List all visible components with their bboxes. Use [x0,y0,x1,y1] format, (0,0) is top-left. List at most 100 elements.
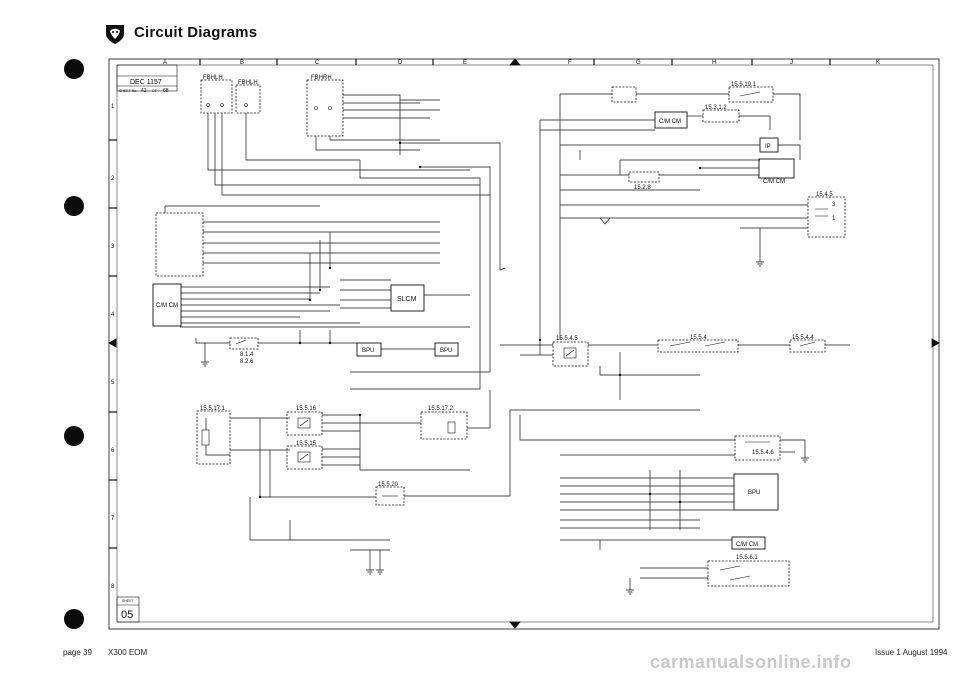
svg-text:3: 3 [832,202,836,208]
watermark: carmanualsonline.info [650,652,852,672]
svg-text:BPU: BPU [440,348,452,354]
module-cm-right [758,158,795,179]
sheet-number-label: SHEET No. [119,89,137,93]
svg-text:1: 1 [832,216,836,222]
column-labels: A B C D E F G H J K [163,60,880,66]
wires-15-5-6-1 [629,567,708,590]
svg-text:BPU: BPU [748,490,760,496]
wires-mid-down [350,195,501,390]
component-15-5-16 [286,411,323,436]
wires-top-right [540,93,801,140]
svg-text:IP: IP [765,144,771,150]
wires-cm-bottom [560,539,732,550]
center-marker-bottom [509,621,521,629]
connector-fbhlh-1 [200,79,233,114]
row-label: 8 [111,584,115,590]
svg-text:FBHLH: FBHLH [203,75,223,81]
binder-hole [64,59,84,79]
wires-top-right-run [400,142,501,210]
wires-cm-right [560,167,759,191]
component-15-5-4-5 [552,341,589,367]
binder-hole [64,196,84,216]
svg-text:15.5.17.1: 15.5.17.1 [200,406,226,412]
column-label: G [636,60,641,66]
connector-fbhrh [306,79,344,137]
wires-15-4-5 [560,204,808,262]
module-left-dashed [155,212,204,277]
svg-text:SLCM: SLCM [397,296,417,303]
svg-text:15.5.15: 15.5.15 [296,441,317,447]
column-label: C [315,60,320,66]
wires-left-module [164,205,440,300]
date-stamp: DEC 1157 [130,79,162,86]
switch-contacts [206,103,332,110]
row-label: 2 [111,176,115,182]
jaguar-logo-icon [106,25,124,44]
wires-15-5-17-1 [205,417,290,456]
ground-symbol-6-1 [626,589,634,595]
wires-cm-top [560,115,771,160]
svg-text:15.3.1.2: 15.3.1.2 [705,105,727,111]
svg-text:15.5.20: 15.5.20 [378,482,399,488]
column-ticks [199,59,831,65]
page-title: Circuit Diagrams [134,24,258,41]
wires-connector-leads [207,94,490,196]
wires-bpu-row [195,330,435,362]
column-label: A [163,60,167,66]
component-15-2-8 [628,171,660,183]
splice-points [258,141,702,504]
wires-trunk [499,94,600,496]
column-label: B [240,60,244,66]
svg-text:15.5.19.1: 15.5.19.1 [731,82,757,88]
svg-text:15.5.6.1: 15.5.6.1 [736,555,758,561]
svg-text:15.2.8: 15.2.8 [634,185,651,191]
svg-text:FBHRH: FBHRH [311,75,332,81]
ground-symbols [201,361,384,575]
component-15-5-4-6 [734,435,781,461]
page-number: page 39 [63,648,92,657]
module-bpu-c [733,473,779,511]
manual-code: X300 EOM [108,648,148,657]
module-slcm [390,284,425,312]
component-15-3-1-2 [702,109,740,123]
component-top-switch [611,86,637,103]
ground-symbol-right [756,261,764,267]
svg-text:15.5.4.5: 15.5.4.5 [556,336,578,342]
module-cm-bottom [731,536,766,550]
row-label: 3 [111,244,115,250]
column-label: H [712,60,716,66]
svg-text:15.5.4: 15.5.4 [690,335,707,341]
row-labels: 1 2 3 4 5 6 7 8 [111,104,115,590]
wires-15-5-16 [259,414,420,497]
wires-15-5-20 [249,495,510,570]
row-label: 4 [111,312,115,318]
svg-text:15.5.4.6: 15.5.4.6 [752,450,774,456]
component-15-5-17-1 [196,410,231,465]
center-marker-left [108,338,117,348]
wires-ip [619,144,801,175]
ground-symbol-4-6 [801,457,809,463]
svg-text:C/M CM: C/M CM [763,179,785,185]
svg-text:FBHLH: FBHLH [238,80,258,86]
wires-bpu-c [560,470,734,530]
wires-15-5-4-6 [519,409,806,458]
svg-text:C/M CM: C/M CM [156,303,178,309]
svg-text:SHEET: SHEET [122,599,135,603]
row-label: 1 [111,104,115,110]
row-label: 7 [111,516,115,522]
svg-text:15.5.16: 15.5.16 [296,406,317,412]
sheet-total: 68 [163,88,169,94]
column-label: J [790,60,793,66]
binder-hole [64,426,84,446]
component-15-5-6-1 [707,560,790,587]
svg-text:15.4.5: 15.4.5 [816,192,833,198]
wires-row-4 [500,340,850,400]
row-ticks [109,139,117,549]
svg-text:C/M CM: C/M CM [659,119,681,125]
svg-text:BPU: BPU [362,348,374,354]
component-15-5-4 [657,339,739,353]
row-label: 5 [111,380,115,386]
module-bpu-a [356,342,382,357]
component-15-5-15 [286,445,323,470]
